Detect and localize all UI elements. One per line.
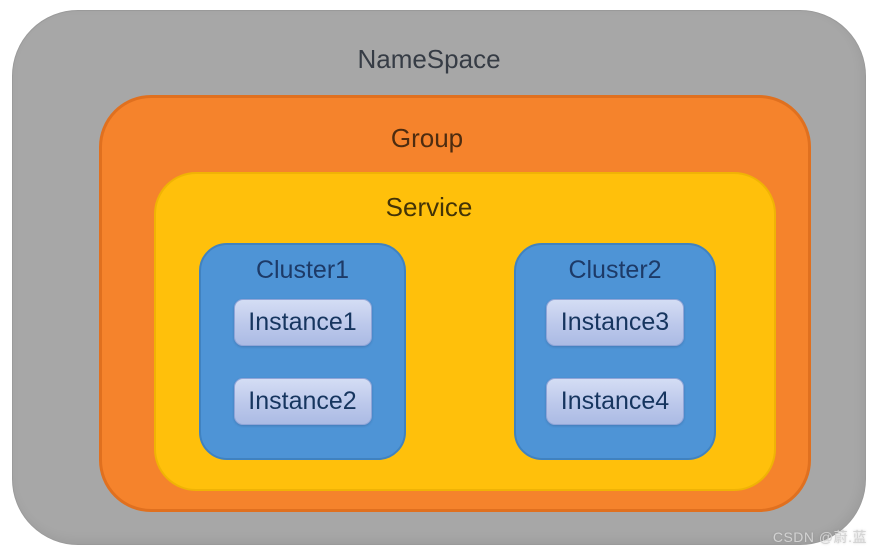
csdn-watermark: CSDN @蔚.蓝	[772, 529, 867, 545]
cluster2-label: Cluster2	[568, 256, 662, 284]
group-box: Group Service Cluster1 Instance1 Instanc…	[99, 95, 811, 512]
namespace-label: NameSpace	[357, 44, 501, 74]
service-box: Service Cluster1 Instance1 Instance2 Clu…	[154, 172, 776, 491]
service-label: Service	[385, 192, 473, 222]
instance3-box: Instance3	[546, 299, 684, 346]
namespace-box: NameSpace Group Service Cluster1 Instanc…	[12, 10, 866, 545]
instance4-box: Instance4	[546, 378, 684, 425]
cluster1-box: Cluster1 Instance1 Instance2	[199, 243, 406, 460]
cluster2-box: Cluster2 Instance3 Instance4	[514, 243, 716, 460]
cluster1-label: Cluster1	[255, 256, 350, 284]
instance1-box: Instance1	[233, 299, 372, 346]
group-label: Group	[390, 123, 464, 153]
instance2-box: Instance2	[233, 378, 372, 425]
